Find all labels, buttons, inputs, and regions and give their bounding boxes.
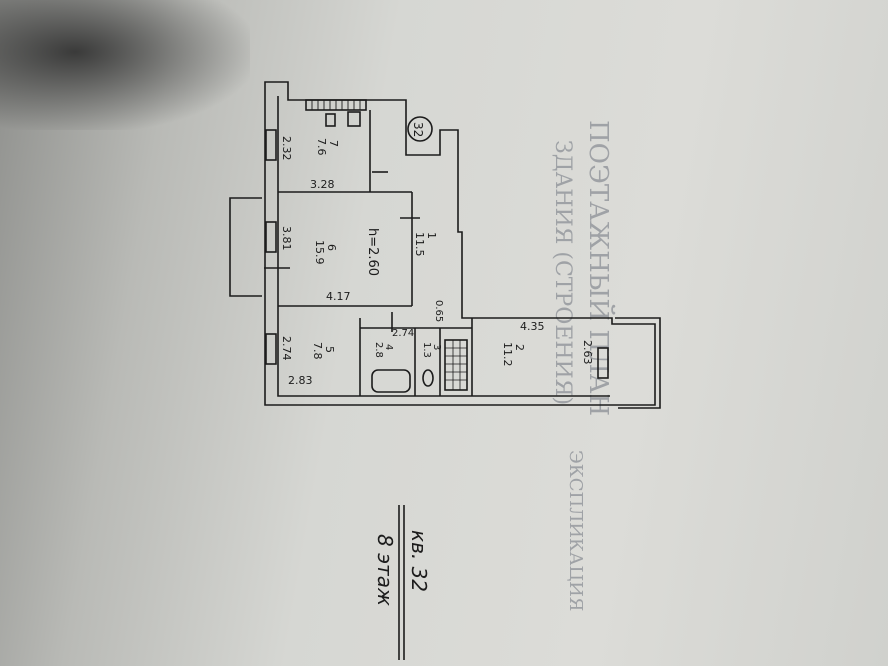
room-2-number: 2 <box>513 344 526 351</box>
room-1-number: 1 <box>425 232 438 239</box>
room-7-number: 7 <box>327 140 340 147</box>
toilet <box>422 369 434 387</box>
bathtub <box>371 369 411 393</box>
room-4-area: 2.8 <box>373 342 384 358</box>
dim-bedroom-width: 2.74 <box>280 336 293 361</box>
balcony-right <box>615 317 661 409</box>
caption-apartment: кв. 32 <box>407 530 431 592</box>
dim-corridor-width: 0.65 <box>433 300 444 322</box>
window-room2 <box>597 347 609 379</box>
dim-living-length: 4.17 <box>326 290 351 303</box>
faint-line-3: ЭКСПЛИКАЦИЯ <box>565 450 586 611</box>
window-living <box>265 221 277 253</box>
room-3-area: 1.3 <box>421 342 432 358</box>
outer-wall-inner <box>277 96 610 397</box>
apartment-badge-circle <box>407 116 433 142</box>
dim-kitchen-width: 2.32 <box>280 136 293 161</box>
balcony <box>229 197 262 297</box>
window-kitchen <box>265 129 277 161</box>
closet <box>444 339 468 391</box>
room-7-area: 7.6 <box>315 138 328 156</box>
dim-room2-width: 2.63 <box>581 340 594 365</box>
room-6-area: 15.9 <box>313 240 326 265</box>
dim-living-width: 3.81 <box>280 226 293 251</box>
room-4-number: 4 <box>383 344 394 350</box>
caption-floor: 8 этаж <box>373 534 397 606</box>
counter-hatching <box>311 100 361 110</box>
room-2-area: 11.2 <box>501 342 514 367</box>
window-bedroom <box>265 333 277 365</box>
dim-kitchen-length: 3.28 <box>310 178 335 191</box>
room-6-number: 6 <box>325 244 338 251</box>
faint-line-2: ЗДАНИЯ (СТРОЕНИЯ) <box>550 140 575 405</box>
faint-background-print: ПОЭТАЖНЫЙ ПЛАН ЗДАНИЯ (СТРОЕНИЯ) ЭКСПЛИК… <box>550 120 615 611</box>
room-1-area: 11.5 <box>413 232 426 257</box>
closet-hatching <box>445 340 467 390</box>
photo-shadow <box>0 0 250 130</box>
faint-line-1: ПОЭТАЖНЫЙ ПЛАН <box>583 120 615 416</box>
room-5-area: 7.8 <box>311 342 324 360</box>
dim-corridor-length: 2.74 <box>392 328 414 339</box>
dim-bedroom-length: 2.83 <box>288 374 313 387</box>
room-5-number: 5 <box>323 346 336 353</box>
sink <box>325 113 336 127</box>
stove <box>347 111 361 127</box>
apartment-badge: 32 <box>411 122 425 137</box>
dim-room2-length: 4.35 <box>520 320 545 333</box>
room-3-number: 3 <box>431 344 442 350</box>
ceiling-height: h=2.60 <box>365 228 380 276</box>
